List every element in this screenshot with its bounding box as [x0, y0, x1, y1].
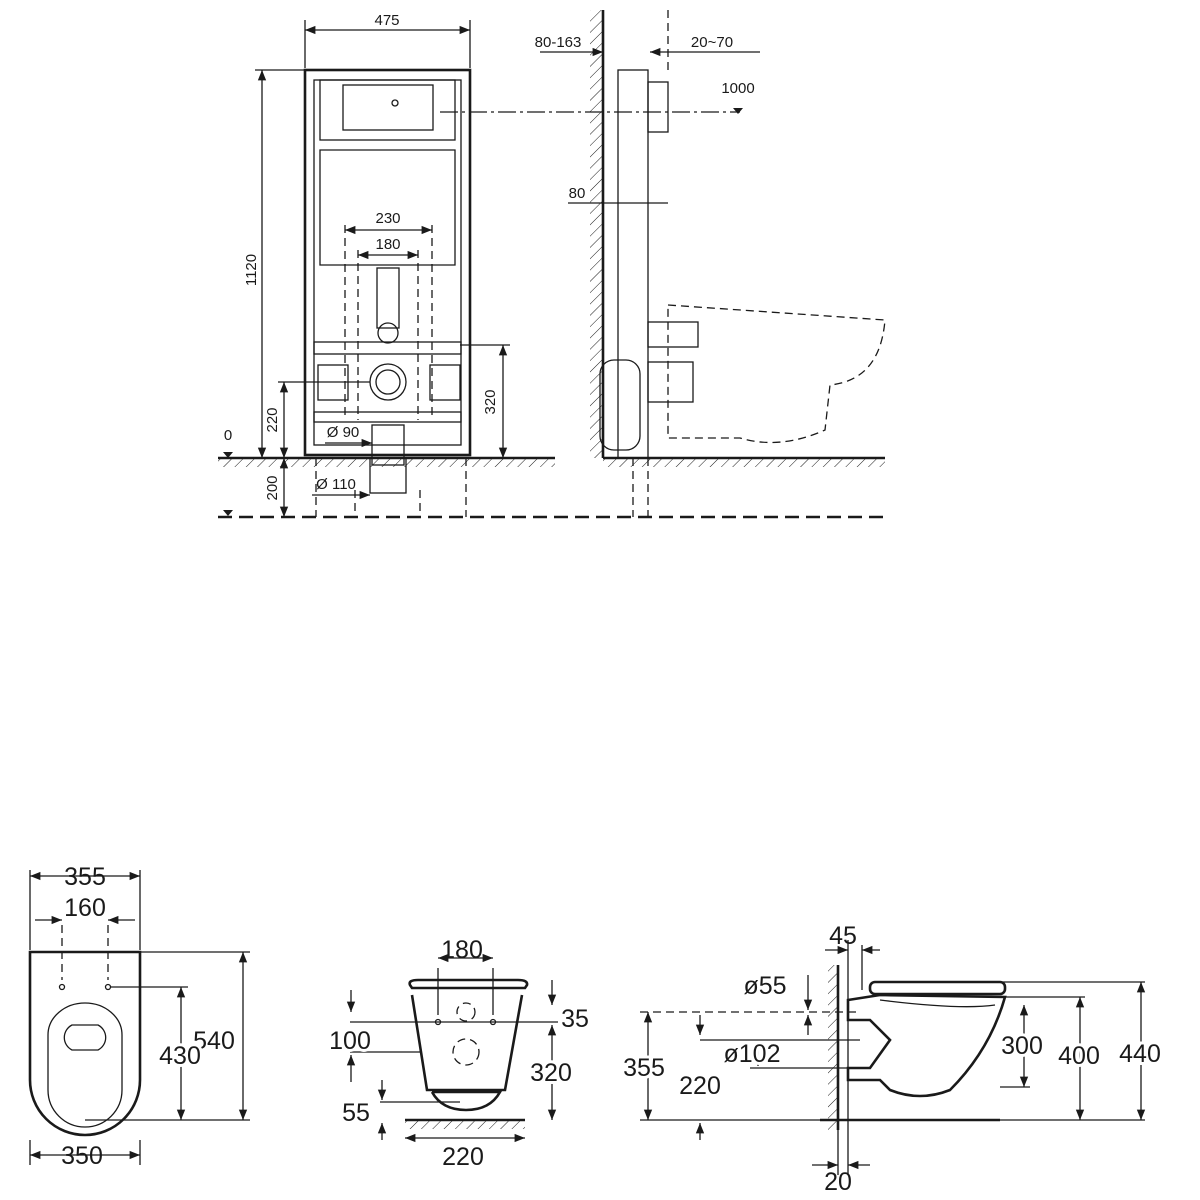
dim-frame-width: 475 — [374, 12, 399, 29]
bowl-outline-top — [28, 950, 142, 1137]
flush-plate-opening — [342, 84, 434, 131]
dim-adjust-range: 20~70 — [691, 34, 733, 51]
dim-top-offset: 35 — [561, 1005, 589, 1033]
dim-below-floor: 200 — [264, 475, 281, 500]
dim-bowl-width-bottom: 350 — [61, 1142, 103, 1170]
frame-front-view: 475 1120 230 180 320 220 0 Ø 90 Ø 110 20… — [218, 12, 885, 519]
bowl-side-view: 45 ø55 ø102 355 220 300 400 440 20 — [620, 922, 1164, 1196]
dim-drain-height: 220 — [264, 407, 281, 432]
dim-inlet-height: 355 — [623, 1054, 665, 1082]
dim-pipe-90: Ø 90 — [327, 424, 360, 441]
seat-lid — [868, 980, 1007, 996]
bowl-back-view: 180 100 35 320 55 220 — [326, 936, 589, 1171]
toilet-outline-dashed — [667, 304, 886, 444]
frame-outline — [303, 68, 472, 457]
cistern-top — [319, 79, 456, 141]
dim-pipe-110: Ø 110 — [316, 476, 356, 493]
dim-hole-to-front: 430 — [159, 1042, 201, 1070]
dim-bowl-length: 540 — [193, 1027, 235, 1055]
dim-hole-spacing: 160 — [64, 894, 106, 922]
dim-back-outlet-height: 320 — [530, 1059, 572, 1087]
floor-hatch — [218, 459, 555, 467]
dim-bottom-offset: 55 — [342, 1099, 370, 1127]
dim-side-outlet-height: 220 — [679, 1072, 721, 1100]
dim-frame-depth: 80 — [569, 185, 586, 202]
dim-outlet-height: 320 — [482, 389, 499, 414]
dim-rim-height: 400 — [1058, 1042, 1100, 1070]
dim-base-width: 220 — [442, 1143, 484, 1171]
dim-bolt-height: 100 — [329, 1027, 371, 1055]
dim-frame-height: 1120 — [243, 254, 260, 286]
dim-flush-height: 1000 — [721, 80, 754, 97]
dim-bowl-depth: 300 — [1001, 1032, 1043, 1060]
dim-inner-spacing: 180 — [375, 236, 400, 253]
bowl-outline-back — [410, 994, 524, 1092]
dim-inlet-diameter: ø55 — [743, 972, 786, 1000]
dim-wall-gap: 20 — [824, 1168, 852, 1196]
cistern-body — [319, 149, 456, 266]
dim-outlet-diameter: ø102 — [724, 1040, 781, 1068]
flush-pipe — [376, 267, 400, 329]
dim-outer-spacing: 230 — [375, 210, 400, 227]
dim-total-height: 440 — [1119, 1040, 1161, 1068]
frame-profile — [617, 69, 649, 459]
bowl-top-view: 355 160 540 430 350 — [28, 863, 250, 1170]
dim-wall-depth: 80-163 — [535, 34, 582, 51]
bowl-outline-side — [846, 993, 1007, 1098]
label-floor-level: 0 — [224, 427, 232, 444]
dim-inlet-offset: 45 — [829, 922, 857, 950]
dim-back-hole-spacing: 180 — [441, 936, 483, 964]
frame-side-view: 80-163 20~70 1000 80 — [535, 10, 886, 517]
dim-bowl-width-top: 355 — [64, 863, 106, 891]
